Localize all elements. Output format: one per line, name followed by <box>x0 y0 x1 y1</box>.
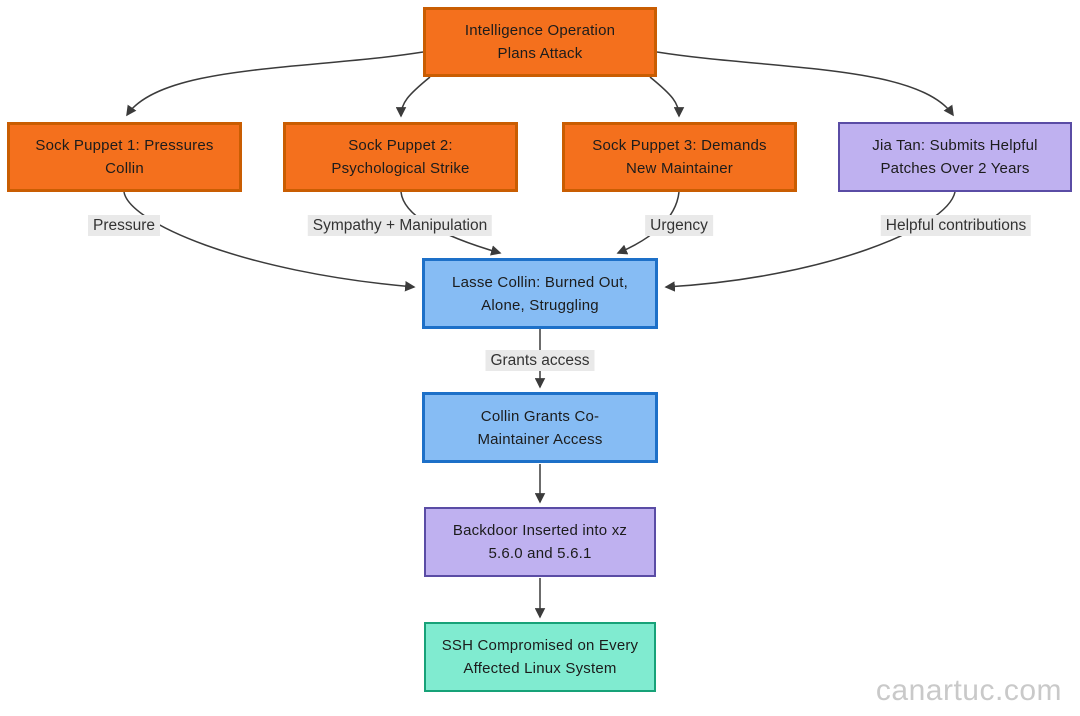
node-label: Jia Tan: Submits Helpful <box>872 137 1038 154</box>
edge-intel-to-sp2 <box>395 76 431 118</box>
edge-label-sympathy-manipulation: Sympathy + Manipulation <box>307 215 493 236</box>
node-label: Psychological Strike <box>331 160 470 177</box>
node-label: Intelligence Operation <box>464 22 616 39</box>
node-label: Sock Puppet 2: <box>348 137 453 154</box>
node-label: Lasse Collin: Burned Out, <box>452 273 628 291</box>
node-label: SSH Compromised on Every <box>441 637 639 654</box>
edge-sp1-to-lasse <box>123 191 416 292</box>
edge-label-pressure: Pressure <box>87 215 161 236</box>
node-ssh-compromised: SSH Compromised on Every Affected Linux … <box>424 622 656 692</box>
node-label: Sock Puppet 1: Pressures <box>35 137 214 154</box>
edge-label-helpful-contributions: Helpful contributions <box>880 215 1032 236</box>
node-collin-grants-access: Collin Grants Co- Maintainer Access <box>422 392 658 463</box>
node-label: Backdoor Inserted into xz <box>452 522 628 539</box>
node-label: Collin Grants Co- <box>480 407 600 425</box>
node-label: 5.6.0 and 5.6.1 <box>488 545 592 562</box>
edge-label-urgency: Urgency <box>645 215 713 236</box>
edge-jia-to-lasse <box>664 191 956 292</box>
edge-intel-to-jia <box>656 51 954 117</box>
node-sock-puppet-1: Sock Puppet 1: Pressures Collin <box>7 122 242 192</box>
edge-intel-to-sp1 <box>126 51 424 117</box>
node-label: Sock Puppet 3: Demands <box>592 137 767 154</box>
node-label: Patches Over 2 Years <box>880 160 1030 177</box>
node-label: Affected Linux System <box>463 660 617 677</box>
node-intelligence-operation: Intelligence Operation Plans Attack <box>423 7 657 77</box>
node-label: Plans Attack <box>497 45 583 62</box>
node-label: Collin <box>105 160 144 177</box>
node-sock-puppet-2: Sock Puppet 2: Psychological Strike <box>283 122 518 192</box>
node-backdoor-inserted: Backdoor Inserted into xz 5.6.0 and 5.6.… <box>424 507 656 577</box>
node-label: Alone, Struggling <box>481 296 599 314</box>
node-label: Maintainer Access <box>477 430 603 448</box>
node-jia-tan: Jia Tan: Submits Helpful Patches Over 2 … <box>838 122 1072 192</box>
edge-label-grants-access: Grants access <box>485 350 595 371</box>
node-sock-puppet-3: Sock Puppet 3: Demands New Maintainer <box>562 122 797 192</box>
node-label: New Maintainer <box>625 160 733 177</box>
watermark: canartuc.com <box>875 674 1062 707</box>
edge-intel-to-sp3 <box>649 76 685 118</box>
node-lasse-collin: Lasse Collin: Burned Out, Alone, Struggl… <box>422 258 658 329</box>
